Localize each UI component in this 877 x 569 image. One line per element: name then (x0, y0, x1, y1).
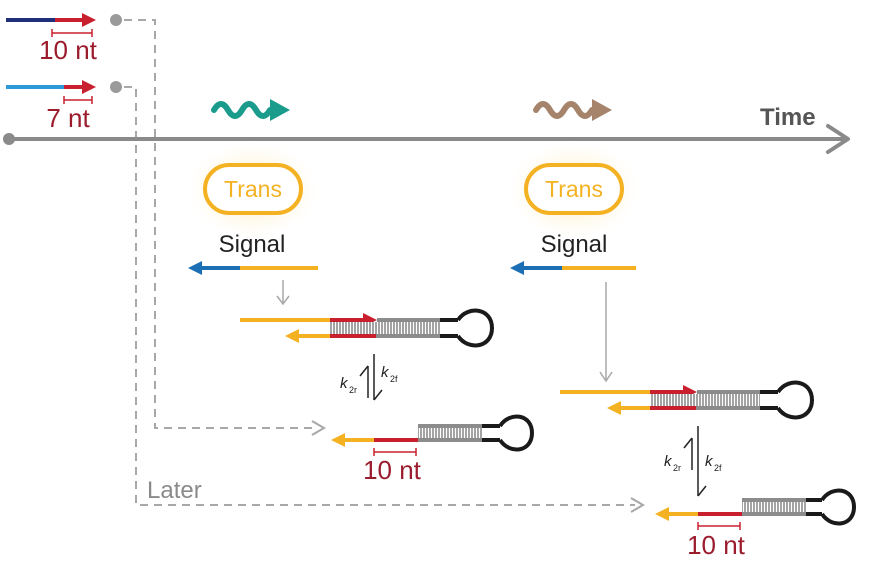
trans-pill-2: Trans (509, 142, 639, 238)
trans-label-1: Trans (224, 176, 282, 202)
equilibrium-arrows-1: k 2r k 2f (340, 354, 398, 401)
duplex-complex-1 (240, 308, 495, 348)
k-rate-reverse-1: k (340, 375, 349, 392)
k-rate-forward-sub-1: 2f (390, 374, 398, 384)
product-complex-2: 10 nt (655, 488, 857, 560)
input-strand-7nt: 7 nt (6, 80, 122, 133)
duplex-complex-2 (560, 380, 815, 420)
k-rate-reverse-2: k (664, 453, 673, 470)
product-complex-1: 10 nt (331, 414, 535, 485)
reaction-arrow-1 (276, 280, 290, 306)
signal-label-1: Signal (219, 231, 286, 258)
input-strand-10nt: 10 nt (6, 13, 122, 65)
teal-wave-icon (211, 99, 290, 121)
signal-strand-1 (188, 261, 318, 275)
later-label: Later (147, 477, 202, 504)
dashed-route-7nt (124, 86, 635, 506)
signal-strand-2 (510, 261, 636, 275)
dashed-arrowhead-2 (630, 497, 645, 513)
dashed-arrowhead-1 (311, 420, 326, 436)
k-rate-reverse-sub-1: 2r (349, 385, 357, 395)
k-rate-forward-sub-2: 2f (714, 463, 722, 473)
strand-end-dot (110, 14, 122, 26)
brown-wave-icon (533, 99, 612, 121)
trans-label-2: Trans (545, 176, 603, 202)
nt-label-top-10: 10 nt (39, 35, 98, 65)
nt-label-right: 10 nt (687, 530, 746, 560)
signal-label-2: Signal (541, 231, 608, 258)
equilibrium-arrows-2: k 2r k 2f (664, 426, 722, 497)
nt-label-mid: 10 nt (363, 455, 422, 485)
strand-end-dot (110, 81, 122, 93)
trans-pill-1: Trans (188, 142, 318, 238)
nt-label-top-7: 7 nt (46, 103, 90, 133)
k-rate-forward-1: k (381, 364, 390, 381)
time-axis: Time (3, 104, 850, 154)
time-label: Time (760, 104, 816, 131)
dashed-route-10nt (124, 19, 316, 429)
k-rate-forward-2: k (705, 453, 714, 470)
k-rate-reverse-sub-2: 2r (673, 463, 681, 473)
reaction-arrow-2 (599, 282, 613, 383)
